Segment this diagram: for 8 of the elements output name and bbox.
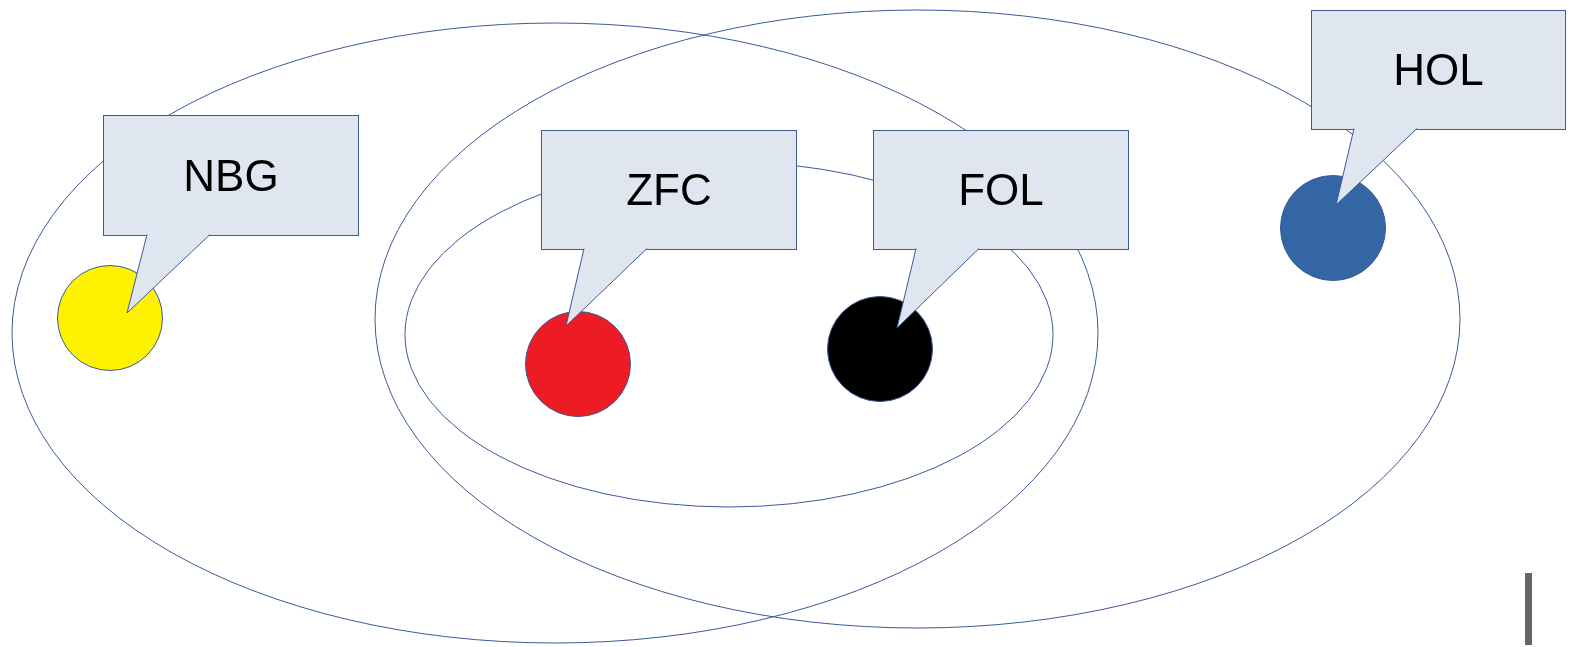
callout-pointer — [896, 248, 980, 329]
callout-pointer — [126, 234, 211, 314]
callout-label: NBG — [183, 150, 279, 201]
callout-label: FOL — [958, 165, 1044, 215]
callout-pointer — [1335, 128, 1418, 206]
callout-label: HOL — [1393, 45, 1484, 95]
callout-pointer — [565, 248, 648, 327]
callout-label: ZFC — [626, 165, 712, 215]
